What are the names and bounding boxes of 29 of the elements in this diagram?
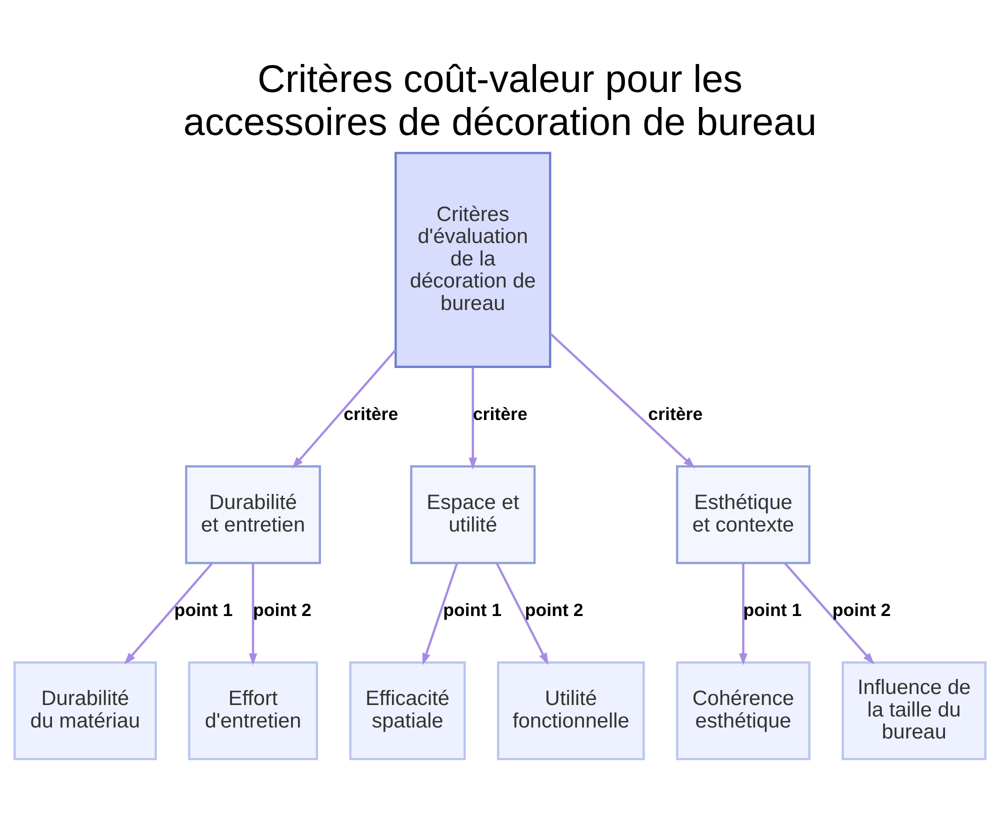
node-box: Efficacité spatiale <box>349 661 466 760</box>
node-box: Esthétique et contexte <box>676 465 810 564</box>
node-box: Durabilité et entretien <box>185 465 321 564</box>
edge-label: point 1 <box>743 600 802 620</box>
node-box: Durabilité du matériau <box>14 661 157 760</box>
arrow <box>496 562 548 665</box>
arrow <box>739 563 748 666</box>
node-box: Espace et utilité <box>410 465 536 564</box>
arrow <box>124 562 213 664</box>
edge-label: critère <box>648 404 703 424</box>
node-box: Utilité fonctionnelle <box>497 661 645 760</box>
node-box: Effort d'entretien <box>188 661 318 760</box>
arrow <box>292 349 396 469</box>
edge-label: point 1 <box>174 600 233 620</box>
edge-label: point 2 <box>253 600 312 620</box>
edge-label: critère <box>472 404 528 424</box>
arrow <box>550 332 696 468</box>
arrow <box>784 562 874 664</box>
edge-label: point 2 <box>524 600 584 620</box>
node-box: Critères d'évaluation de la décoration de bureau <box>394 152 552 368</box>
arrow <box>468 367 478 470</box>
diagram-title: Critères coût-valeur pour les accessoires de décoration de bureau <box>183 58 817 144</box>
arrow <box>422 563 458 666</box>
arrow <box>248 563 258 666</box>
edge-label: point 1 <box>443 600 502 620</box>
node-box: Cohérence esthétique <box>676 661 810 760</box>
edge-label: critère <box>344 404 398 424</box>
edge-label: point 2 <box>832 600 891 620</box>
node-box: Influence de la taille du bureau <box>842 661 986 760</box>
